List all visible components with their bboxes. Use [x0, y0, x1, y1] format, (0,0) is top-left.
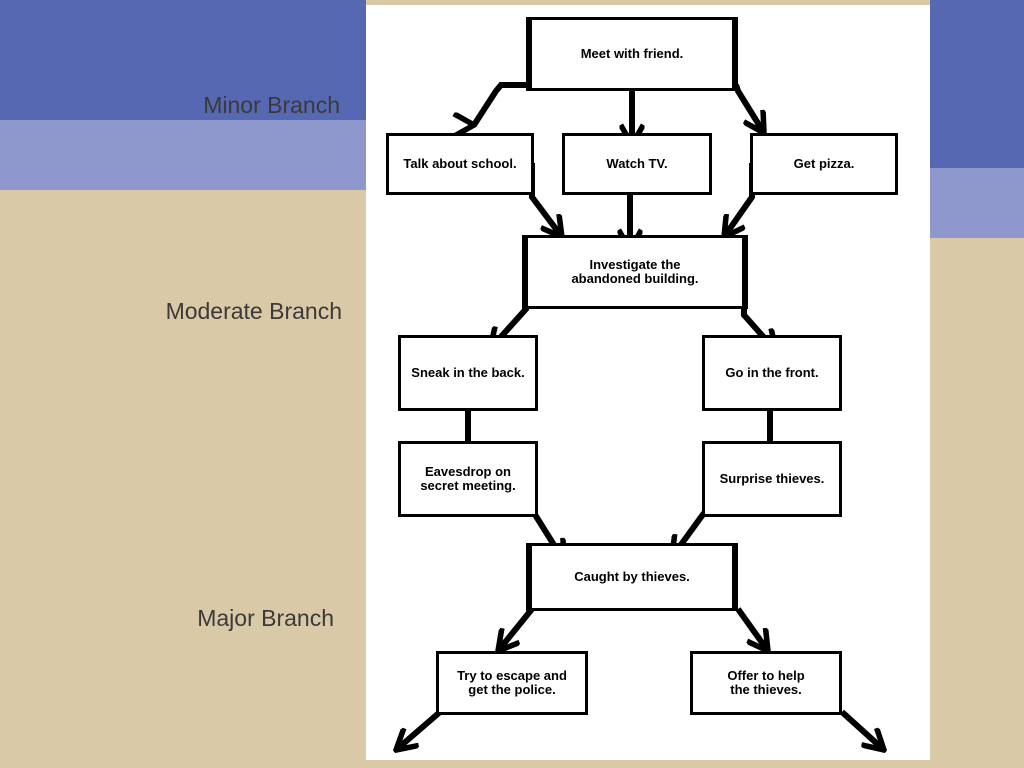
header-band-dark-right: [930, 0, 1024, 168]
node-sneak-in-back: Sneak in the back.: [398, 335, 538, 411]
arrow-caught-to-offer: [735, 607, 768, 651]
node-meet-with-friend: Meet with friend.: [526, 17, 738, 91]
node-caught-by-thieves: Caught by thieves.: [526, 543, 738, 611]
header-band-dark: [0, 0, 366, 120]
node-surprise-thieves: Surprise thieves.: [702, 441, 842, 517]
arrow-caught-to-escape: [498, 607, 535, 651]
minor-branch-label: Minor Branch: [203, 92, 340, 118]
node-go-in-front: Go in the front.: [702, 335, 842, 411]
node-talk-about-school: Talk about school.: [386, 133, 534, 195]
node-investigate-building: Investigate the abandoned building.: [522, 235, 748, 309]
arrow-offer-continues: [839, 709, 884, 750]
node-get-pizza: Get pizza.: [750, 133, 898, 195]
node-eavesdrop: Eavesdrop on secret meeting.: [398, 441, 538, 517]
arrow-pizza-to-investigate: [724, 163, 755, 237]
arrow-meet-to-school: [474, 82, 531, 125]
flowchart-panel: Meet with friend. Talk about school. Wat…: [366, 5, 930, 760]
arrow-school-to-investigate: [529, 163, 562, 237]
node-watch-tv: Watch TV.: [562, 133, 712, 195]
major-branch-label: Major Branch: [197, 605, 334, 631]
arrow-escape-continues: [396, 709, 442, 750]
arrow-meet-to-pizza: [733, 84, 764, 133]
node-offer-to-help: Offer to help the thieves.: [690, 651, 842, 715]
node-try-to-escape: Try to escape and get the police.: [436, 651, 588, 715]
header-band-light: [0, 120, 366, 190]
header-band-light-right: [930, 168, 1024, 238]
moderate-branch-label: Moderate Branch: [165, 298, 342, 324]
